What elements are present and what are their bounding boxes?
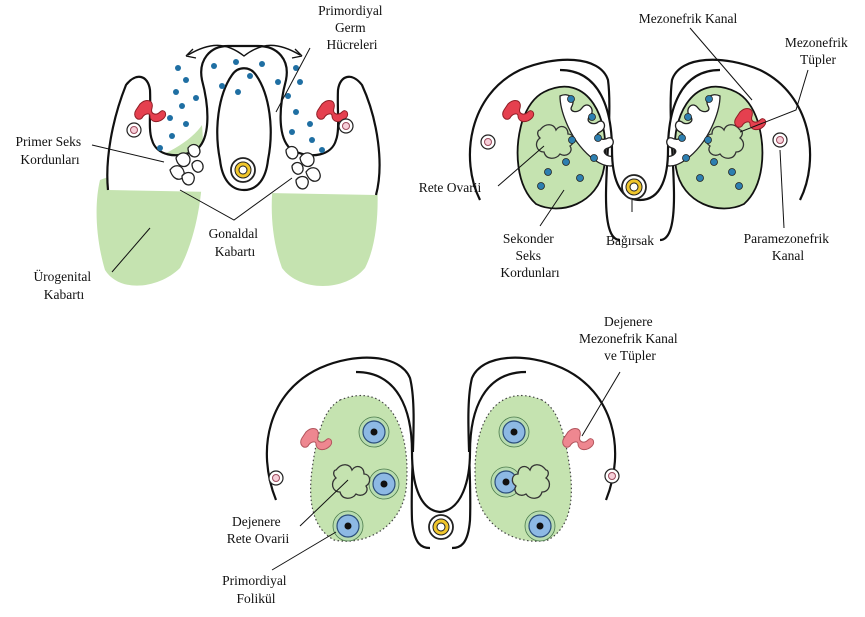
label-gonadal-ridge: Gonaldal Kabartı <box>209 226 262 259</box>
follicle <box>369 469 399 499</box>
label-mesonephric-tubules: Mezonefrik Tüpler <box>785 35 851 67</box>
label-degenerate-rete-ovarii: Dejenere Rete Ovarii <box>227 514 290 546</box>
follicle <box>359 417 389 447</box>
label-degenerate-mesonephric: Dejenere Mezonefrik Kanal ve Tüpler <box>579 314 681 363</box>
label-secondary-sex-cords: Sekonder Seks Kordunları <box>500 231 559 280</box>
panel3-gut-stalk <box>412 452 470 512</box>
label-primordial-germ-cells: Primordiyal Germ Hücreleri <box>318 3 386 52</box>
follicle <box>333 511 363 541</box>
label-gut: Bağırsak <box>606 233 654 248</box>
panel-primordial-follicles <box>267 358 620 570</box>
label-rete-ovarii: Rete Ovarii <box>419 180 482 195</box>
follicle <box>499 417 529 447</box>
label-primary-sex-cords: Primer Seks Kordunları <box>16 134 85 167</box>
label-paramesonephric-duct: Paramezonefrik Kanal <box>744 231 833 263</box>
label-urogenital-ridge: Ürogenital Kabartı <box>33 269 94 302</box>
label-primordial-follicle: Primordiyal Folikül <box>222 573 290 606</box>
panel-secondary-sex-cords <box>470 28 810 240</box>
label-mesonephric-duct: Mezonefrik Kanal <box>639 11 738 26</box>
follicle <box>525 511 555 541</box>
